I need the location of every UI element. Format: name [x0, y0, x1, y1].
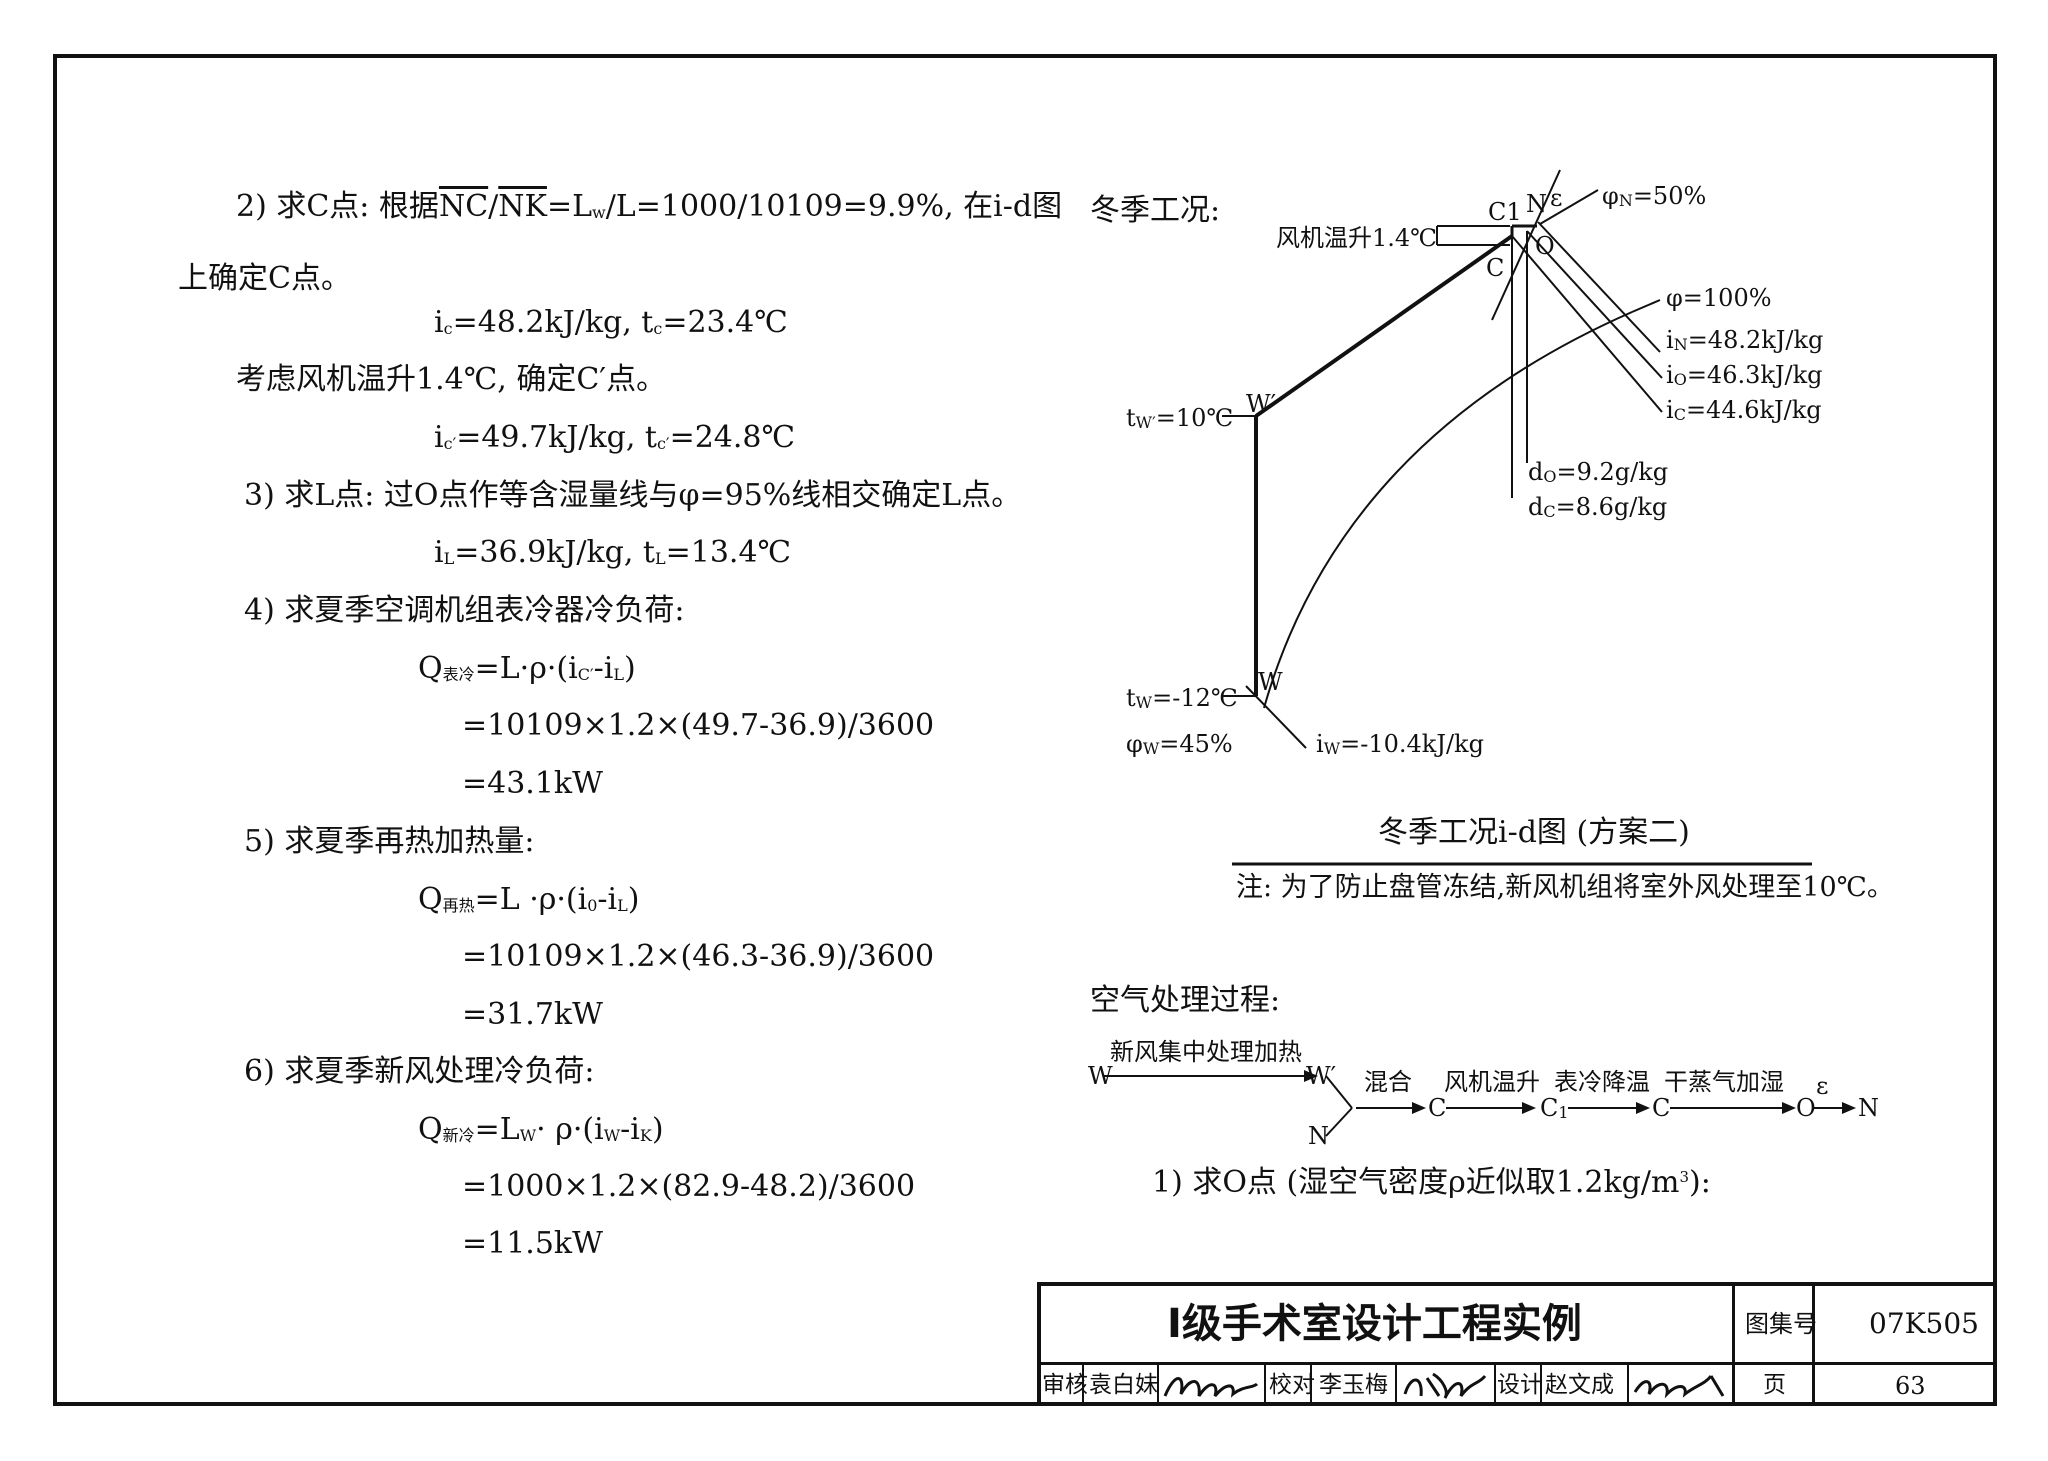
point-n-label: N — [1526, 190, 1547, 218]
merge-down — [1325, 1107, 1353, 1137]
merge-up — [1325, 1075, 1353, 1109]
phi-100-curve — [1263, 311, 1633, 709]
point-w-label: W — [1258, 668, 1283, 696]
arrow-humid-head — [1782, 1102, 1796, 1114]
drawing-title: Ⅰ级手术室设计工程实例 — [1167, 1301, 1582, 1347]
temp-w-label: tW=-12℃ — [1126, 684, 1238, 712]
enthalpy-line-o — [1526, 230, 1663, 379]
node-c2: C — [1652, 1094, 1671, 1122]
enthalpy-o-label: iO=46.3kJ/kg — [1666, 361, 1823, 389]
step5-q-formula: Q再热=L ·ρ·(i0-iL) — [418, 882, 640, 917]
designer-signature — [1633, 1375, 1725, 1399]
step2-ic-formula: ic=48.2kJ/kg, tc=23.4℃ — [434, 305, 788, 340]
arrow-mix-head — [1412, 1102, 1426, 1114]
process-heading: 空气处理过程: — [1090, 983, 1281, 1018]
phi-n-leader — [1539, 189, 1599, 225]
moisture-c-label: dC=8.6g/kg — [1528, 493, 1668, 521]
enthalpy-w-label: iW=-10.4kJ/kg — [1316, 730, 1484, 758]
step6-result: =11.5kW — [462, 1226, 603, 1261]
node-n-mix: N — [1308, 1122, 1329, 1150]
design-label: 设计 — [1497, 1372, 1543, 1398]
point-c1-label: C1 — [1488, 198, 1522, 226]
step5-heading: 5) 求夏季再热加热量: — [244, 824, 535, 859]
moisture-o-label: dO=9.2g/kg — [1528, 458, 1669, 486]
node-wprime: W′ — [1306, 1062, 1337, 1090]
label-fresh-air: 新风集中处理加热 — [1110, 1038, 1302, 1066]
atlas-value: 07K505 — [1869, 1307, 1979, 1340]
step2-line2: 上确定C点。 — [178, 261, 351, 296]
node-c: C — [1428, 1094, 1447, 1122]
fan-rise-label: 风机温升1.4℃ — [1276, 224, 1438, 252]
point-wprime-label: W′ — [1246, 390, 1277, 418]
temp-wprime-label: tW′=10℃ — [1126, 404, 1234, 432]
checker-signature — [1403, 1372, 1487, 1399]
label-humidify: 干蒸气加湿 — [1664, 1068, 1784, 1096]
atlas-label: 图集号 — [1745, 1310, 1817, 1338]
label-fan-rise: 风机温升 — [1444, 1068, 1540, 1096]
label-epsilon: ε — [1816, 1072, 1829, 1100]
step4-heading: 4) 求夏季空调机组表冷器冷负荷: — [244, 593, 685, 628]
step3-heading: 3) 求L点: 过O点作等含湿量线与φ=95%线相交确定L点。 — [244, 478, 1022, 513]
enthalpy-n-label: iN=48.2kJ/kg — [1666, 326, 1824, 354]
phi-n-label: φN=50% — [1602, 182, 1707, 210]
step6-calc: =1000×1.2×(82.9-48.2)/3600 — [462, 1169, 916, 1204]
arrow-fan-head — [1522, 1102, 1536, 1114]
diagram-caption: 冬季工况i-d图 (方案二) — [1378, 815, 1690, 850]
step2-ic2-formula: ic′=49.7kJ/kg, tc′=24.8℃ — [434, 420, 796, 455]
point-c-label: C — [1486, 254, 1505, 282]
review-label: 审核 — [1042, 1372, 1088, 1398]
phi-w-label: φW=45% — [1126, 730, 1233, 758]
enthalpy-line-c — [1511, 235, 1663, 413]
design-name: 赵文成 — [1545, 1372, 1614, 1398]
page-label: 页 — [1763, 1372, 1786, 1398]
epsilon-label: ε — [1550, 184, 1563, 212]
node-w: W — [1088, 1062, 1113, 1090]
step5-result: =31.7kW — [462, 997, 603, 1032]
step6-q-formula: Q新冷=LW· ρ·(iW-iK) — [418, 1112, 664, 1147]
step5-calc: =10109×1.2×(46.3-36.9)/3600 — [462, 939, 935, 974]
node-o: O — [1796, 1094, 1816, 1122]
step2-heading: 2) 求C点: 根据NC/NK=Lw/L=1000/10109=9.9%, 在i… — [236, 189, 1063, 224]
node-c1: C1 — [1540, 1094, 1569, 1122]
enthalpy-line-w — [1245, 685, 1307, 749]
arrow-eps-head — [1842, 1102, 1856, 1114]
winter-heading: 冬季工况: — [1090, 193, 1221, 228]
diagram-note: 注: 为了防止盘管冻结,新风机组将室外风处理至10℃。 — [1236, 872, 1894, 903]
label-mix: 混合 — [1364, 1068, 1412, 1096]
review-name: 袁白妹 — [1089, 1372, 1158, 1398]
page-value: 63 — [1895, 1372, 1926, 1400]
arrow-fresh-head — [1304, 1070, 1318, 1082]
arrow-cool-head — [1636, 1102, 1650, 1114]
line-wprime-c — [1254, 234, 1514, 418]
drawing-frame — [53, 54, 1997, 1406]
point-o-label: O — [1535, 232, 1555, 260]
step4-calc: =10109×1.2×(49.7-36.9)/3600 — [462, 708, 935, 743]
step4-result: =43.1kW — [462, 766, 603, 801]
phi-100-leader — [1631, 299, 1661, 313]
reviewer-signature — [1163, 1377, 1259, 1398]
node-n-end: N — [1858, 1094, 1879, 1122]
check-name: 李玉梅 — [1319, 1372, 1388, 1398]
step6-heading: 6) 求夏季新风处理冷负荷: — [244, 1054, 595, 1089]
check-label: 校对 — [1269, 1372, 1315, 1398]
step3-il-formula: iL=36.9kJ/kg, tL=13.4℃ — [434, 535, 792, 570]
title-block: Ⅰ级手术室设计工程实例 图集号 07K505 审核 袁白妹 校对 李玉梅 设计 … — [1037, 1282, 1997, 1406]
step2-fan-rise: 考虑风机温升1.4℃, 确定C′点。 — [236, 362, 667, 397]
label-cooling: 表冷降温 — [1554, 1068, 1650, 1096]
enthalpy-c-label: iC=44.6kJ/kg — [1666, 396, 1822, 424]
phi-100-label: φ=100% — [1666, 284, 1772, 312]
step1-heading: 1) 求O点 (湿空气密度ρ近似取1.2kg/m3): — [1152, 1165, 1711, 1200]
enthalpy-line-n — [1537, 221, 1661, 353]
step4-q-formula: Q表冷=L·ρ·(iC′-iL) — [418, 651, 636, 686]
